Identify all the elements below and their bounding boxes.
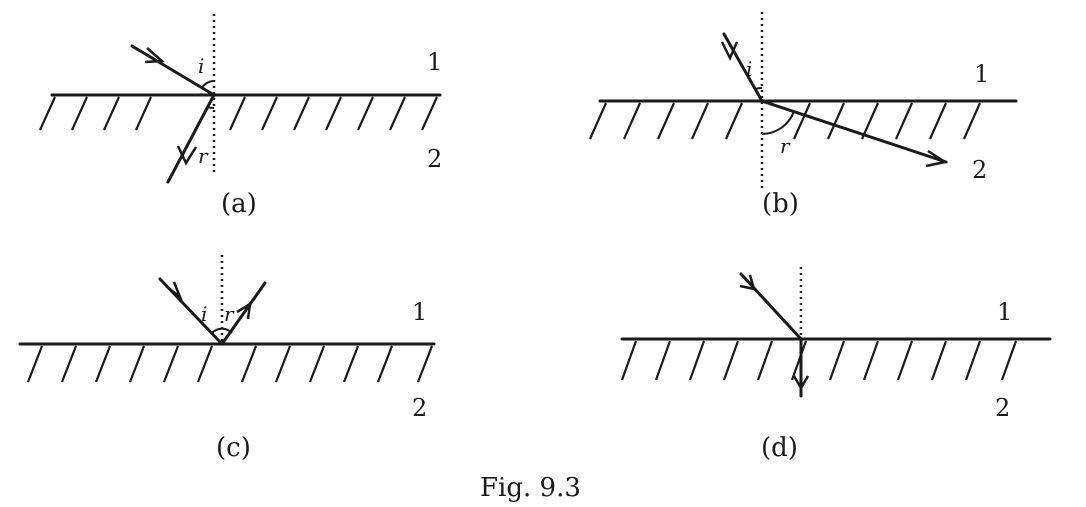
incidence-angle-label: i <box>201 302 207 326</box>
hatching <box>26 345 434 383</box>
arrow-head-icon <box>720 41 739 61</box>
refraction-angle-arc <box>207 106 215 110</box>
arrow-head-icon <box>739 274 756 291</box>
panel-d: 1 2 (d) <box>620 267 1052 463</box>
panel-b: i r 1 2 (b) <box>588 12 1018 219</box>
hatching <box>38 96 439 131</box>
incidence-angle-arc <box>755 86 763 90</box>
reflection-angle-label: r <box>224 302 235 326</box>
panel-a: i r 1 2 (a) <box>38 14 442 219</box>
incident-ray <box>722 32 764 103</box>
panel-caption: (c) <box>216 433 251 463</box>
reflected-ray <box>220 281 267 346</box>
hatching <box>620 340 1018 381</box>
arrow-head-icon <box>925 149 949 168</box>
panel-c: i r 1 2 (c) <box>18 255 436 463</box>
medium-2-label: 2 <box>412 394 427 422</box>
refraction-angle-label: r <box>780 134 791 158</box>
arrow-head-icon <box>144 47 166 64</box>
medium-2-label: 2 <box>972 156 987 184</box>
panel-caption: (d) <box>761 433 798 463</box>
medium-1-label: 1 <box>997 298 1012 326</box>
arrow-head-icon <box>165 281 183 301</box>
incident-ray <box>739 272 803 341</box>
panel-caption: (a) <box>221 189 257 219</box>
panel-caption: (b) <box>762 189 799 219</box>
medium-2-label: 2 <box>995 394 1010 422</box>
incident-ray <box>130 44 216 97</box>
incidence-angle-arc <box>201 80 215 89</box>
medium-1-label: 1 <box>412 298 427 326</box>
arrow-head-icon <box>176 145 198 166</box>
figure-caption: Fig. 9.3 <box>480 473 581 503</box>
incidence-angle-label: i <box>198 54 204 78</box>
incidence-angle-label: i <box>746 57 752 81</box>
refraction-angle-arc <box>761 110 795 135</box>
medium-2-label: 2 <box>427 145 442 173</box>
refracted-ray <box>760 99 948 164</box>
medium-1-label: 1 <box>427 48 442 76</box>
angle-arc <box>211 327 233 334</box>
medium-1-label: 1 <box>974 60 989 88</box>
arrow-head-icon <box>792 375 810 391</box>
hatching <box>588 102 982 140</box>
arrow-head-icon <box>236 301 252 320</box>
refraction-angle-label: r <box>198 144 209 168</box>
refracted-ray <box>166 93 216 184</box>
